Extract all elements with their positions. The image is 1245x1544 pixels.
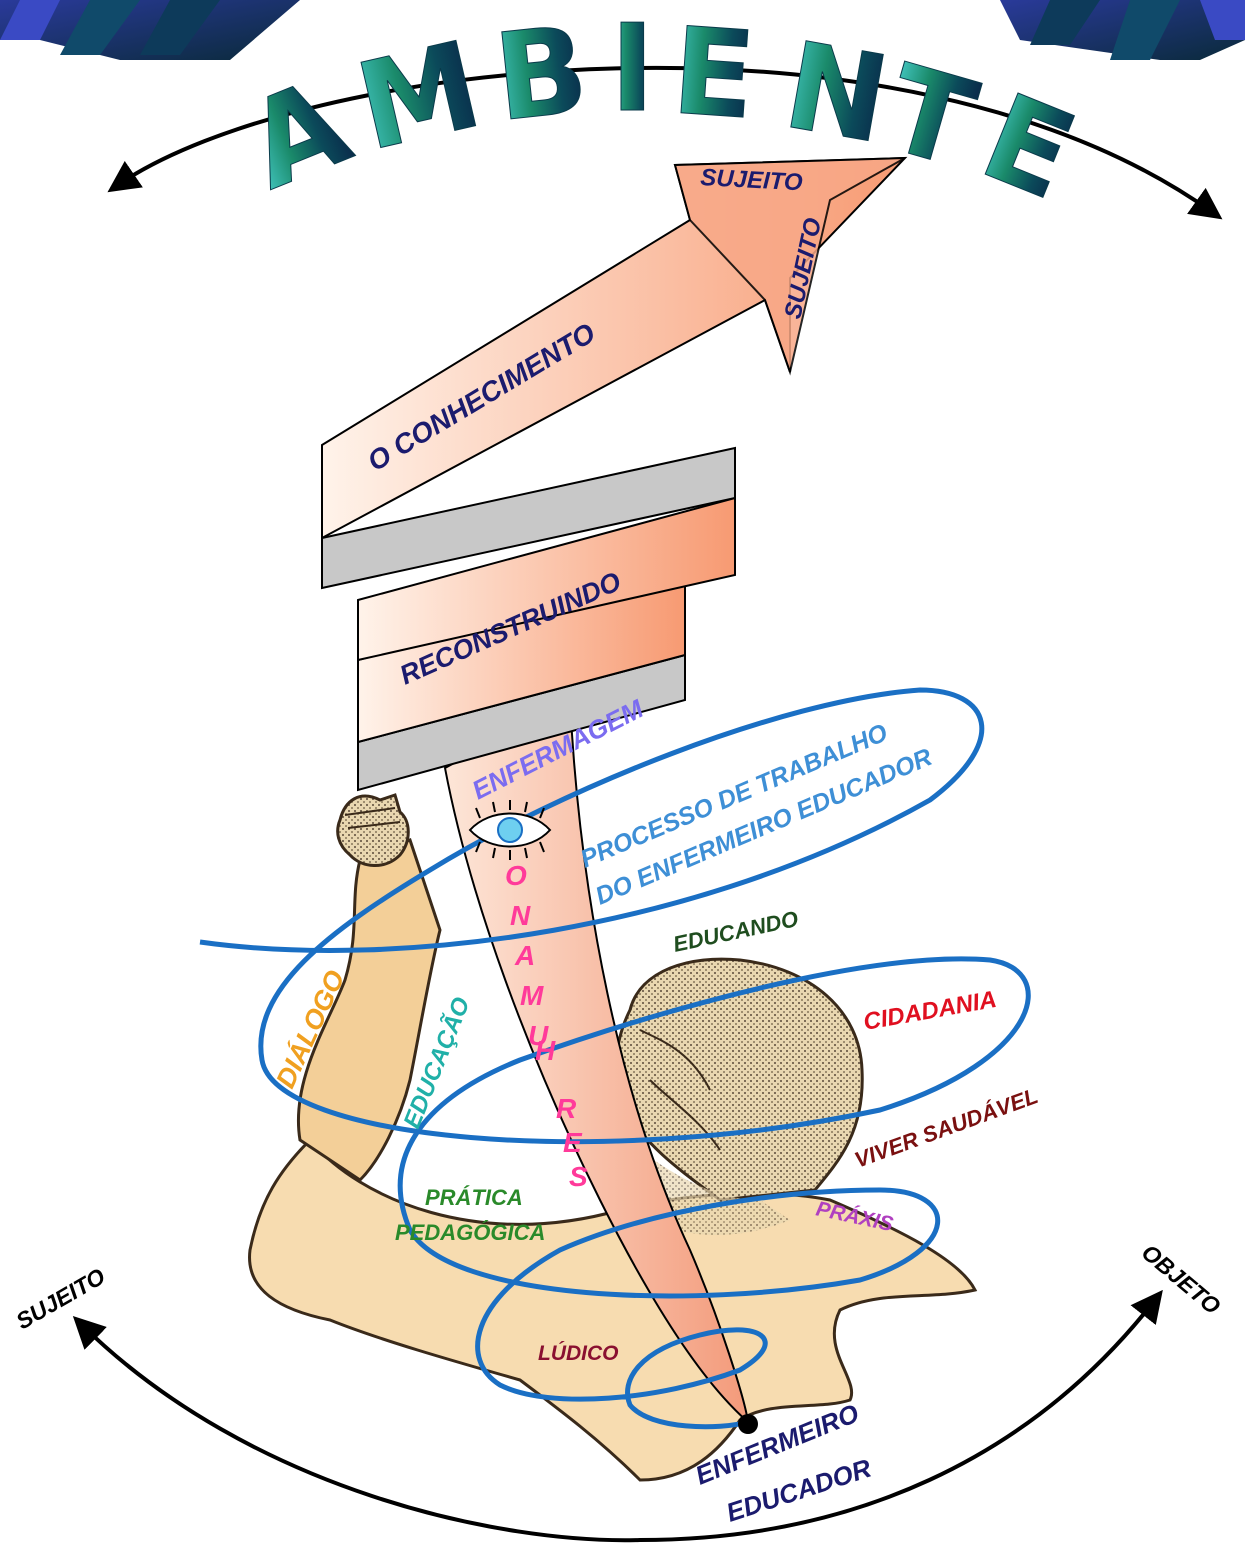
label-sujeito-tip: SUJEITO	[700, 164, 804, 196]
vertical-letter: O	[505, 860, 527, 891]
title-letter: B	[489, 1, 594, 149]
label-pratica-line1: PRÁTICA	[425, 1185, 523, 1210]
vertical-letter: S	[569, 1161, 588, 1192]
vertical-letter: R	[556, 1093, 577, 1124]
title-letter: A	[229, 53, 367, 217]
label-sujeito-left: SUJEITO	[12, 1263, 110, 1335]
vertical-letter: H	[535, 1035, 556, 1066]
label-viver-saudavel: VIVER SAUDÁVEL	[851, 1083, 1041, 1173]
vertical-letter: E	[563, 1127, 583, 1158]
vertical-letter: A	[514, 940, 535, 971]
label-ludico: LÚDICO	[538, 1341, 619, 1365]
title-ambiente: A M B I E N T E	[229, 0, 1092, 228]
label-educando: EDUCANDO	[671, 906, 801, 957]
corner-decoration-left	[0, 0, 300, 60]
corner-decoration-right	[1000, 0, 1245, 60]
origin-dot	[738, 1414, 758, 1434]
title-letter: E	[964, 68, 1092, 228]
label-pratica-line2: PEDAGÓGICA	[395, 1220, 545, 1245]
label-cidadania: CIDADANIA	[861, 986, 998, 1036]
title-letter: M	[345, 16, 493, 178]
vertical-letter: N	[510, 900, 531, 931]
vertical-letter: M	[520, 980, 544, 1011]
title-letter: E	[668, 2, 759, 146]
title-letter: I	[610, 0, 655, 139]
